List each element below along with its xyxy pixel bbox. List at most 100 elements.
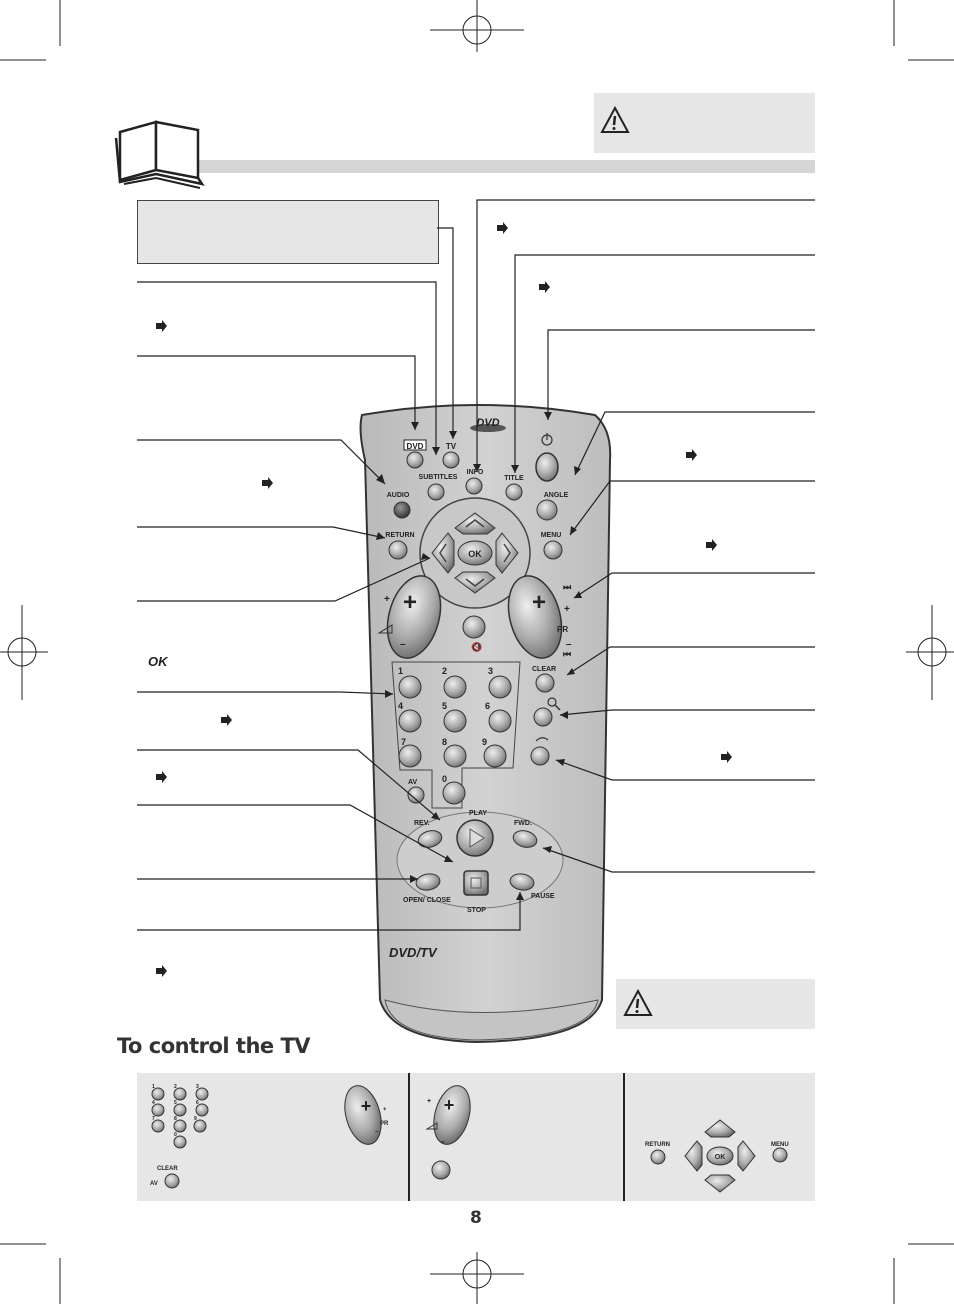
svg-text:8: 8 — [442, 737, 447, 747]
zoom-button[interactable] — [533, 707, 553, 727]
svg-text:+: + — [532, 589, 546, 616]
svg-text:4: 4 — [398, 701, 403, 711]
left-button[interactable] — [431, 532, 455, 574]
svg-text:OK: OK — [468, 549, 482, 559]
info-button[interactable] — [465, 477, 483, 495]
fwd-button[interactable] — [511, 828, 538, 850]
svg-text:9: 9 — [194, 1116, 197, 1122]
pr-rocker[interactable] — [500, 570, 570, 664]
av-label: AV — [408, 779, 418, 786]
title-button[interactable] — [505, 483, 523, 501]
subtitles-button[interactable] — [427, 483, 445, 501]
page-number: 8 — [470, 1208, 482, 1228]
av-button[interactable] — [407, 786, 425, 804]
svg-text:–: – — [400, 639, 406, 650]
right-button[interactable] — [495, 532, 519, 574]
mini-keypad: 1 2 3 4 5 6 7 8 9 0 — [151, 1084, 209, 1149]
rev-button[interactable] — [416, 828, 443, 850]
tv-control-panel — [137, 1073, 815, 1201]
down-button[interactable] — [454, 571, 496, 594]
svg-text:7: 7 — [401, 737, 406, 747]
pause-label: PAUSE — [531, 893, 555, 900]
svg-text:1: 1 — [152, 1084, 155, 1090]
arrow-icon — [156, 222, 732, 977]
digit-7-button[interactable] — [398, 744, 422, 768]
svg-text:1: 1 — [398, 666, 403, 676]
menu-button[interactable] — [543, 540, 563, 560]
fwd-label: FWD. — [514, 820, 532, 827]
warning-icon — [623, 989, 653, 1016]
svg-text:+: + — [383, 1107, 387, 1113]
dvd-label: DVD — [407, 442, 424, 451]
repeat-button[interactable] — [530, 746, 550, 766]
digit-6-button[interactable] — [488, 709, 512, 733]
volume-icon — [377, 624, 393, 634]
digit-1-button[interactable] — [398, 675, 422, 699]
dvd-button[interactable] — [406, 451, 424, 469]
svg-text:⏮: ⏮ — [563, 649, 571, 659]
digit-3-button[interactable] — [488, 675, 512, 699]
svg-text:6: 6 — [485, 701, 490, 711]
number-pad: 1 2 3 4 5 6 7 8 9 0 — [398, 666, 512, 805]
svg-text:+: + — [384, 594, 390, 605]
digit-9-button[interactable] — [483, 744, 507, 768]
svg-text:7: 7 — [152, 1116, 155, 1122]
svg-text:+: + — [403, 589, 417, 616]
dvd-logo: DVD — [470, 417, 506, 432]
svg-text:DVD: DVD — [476, 417, 499, 429]
svg-text:2: 2 — [174, 1084, 177, 1090]
stop-label: STOP — [467, 907, 486, 914]
brand-label: DVD/TV — [389, 945, 438, 960]
up-button[interactable] — [454, 512, 496, 535]
warning-icon — [600, 106, 630, 133]
mute-button[interactable] — [462, 615, 486, 639]
tv-label: TV — [446, 442, 457, 451]
power-button[interactable] — [535, 452, 559, 482]
digit-0-button[interactable] — [442, 781, 466, 805]
svg-text:5: 5 — [174, 1100, 177, 1106]
menu-label: MENU — [541, 532, 562, 539]
mini-av-button — [164, 1173, 180, 1189]
svg-text:+: + — [564, 604, 570, 615]
pause-button[interactable] — [509, 872, 535, 892]
pr-label: PR — [557, 625, 568, 634]
mini-mute-button — [431, 1160, 451, 1180]
mini-menu-button — [772, 1147, 788, 1163]
open-close-button[interactable] — [415, 872, 441, 892]
clear-label: CLEAR — [532, 666, 556, 673]
svg-text:+: + — [361, 1096, 372, 1116]
svg-text:0: 0 — [174, 1132, 177, 1138]
svg-text:OK: OK — [715, 1154, 726, 1161]
clear-button[interactable] — [535, 673, 555, 693]
mini-return-label: RETURN — [645, 1142, 670, 1148]
header-bar — [195, 160, 815, 173]
svg-text:–: – — [375, 1129, 379, 1135]
stop-button[interactable] — [463, 870, 489, 896]
digit-8-button[interactable] — [443, 744, 467, 768]
digit-5-button[interactable] — [443, 709, 467, 733]
svg-text:3: 3 — [488, 666, 493, 676]
svg-text:+: + — [427, 1098, 431, 1105]
svg-text:4: 4 — [152, 1100, 155, 1106]
note-box — [137, 200, 439, 264]
mini-clear-label: CLEAR — [157, 1166, 178, 1172]
angle-button[interactable] — [536, 499, 558, 521]
tv-button[interactable] — [442, 451, 460, 469]
volume-rocker[interactable] — [379, 570, 449, 664]
ok-button[interactable] — [457, 540, 493, 566]
zoom-icon — [547, 697, 557, 707]
subtitles-label: SUBTITLES — [419, 474, 458, 481]
digit-2-button[interactable] — [443, 675, 467, 699]
svg-text:6: 6 — [196, 1100, 199, 1106]
svg-text:5: 5 — [442, 701, 447, 711]
audio-button[interactable] — [393, 501, 411, 519]
return-button[interactable] — [388, 540, 408, 560]
ok-note: OK — [148, 654, 168, 669]
digit-4-button[interactable] — [398, 709, 422, 733]
mini-menu-label: MENU — [771, 1142, 789, 1148]
mini-pr-label: PR — [380, 1121, 389, 1127]
svg-text:–: – — [566, 639, 572, 650]
info-label: INFO — [467, 469, 484, 476]
